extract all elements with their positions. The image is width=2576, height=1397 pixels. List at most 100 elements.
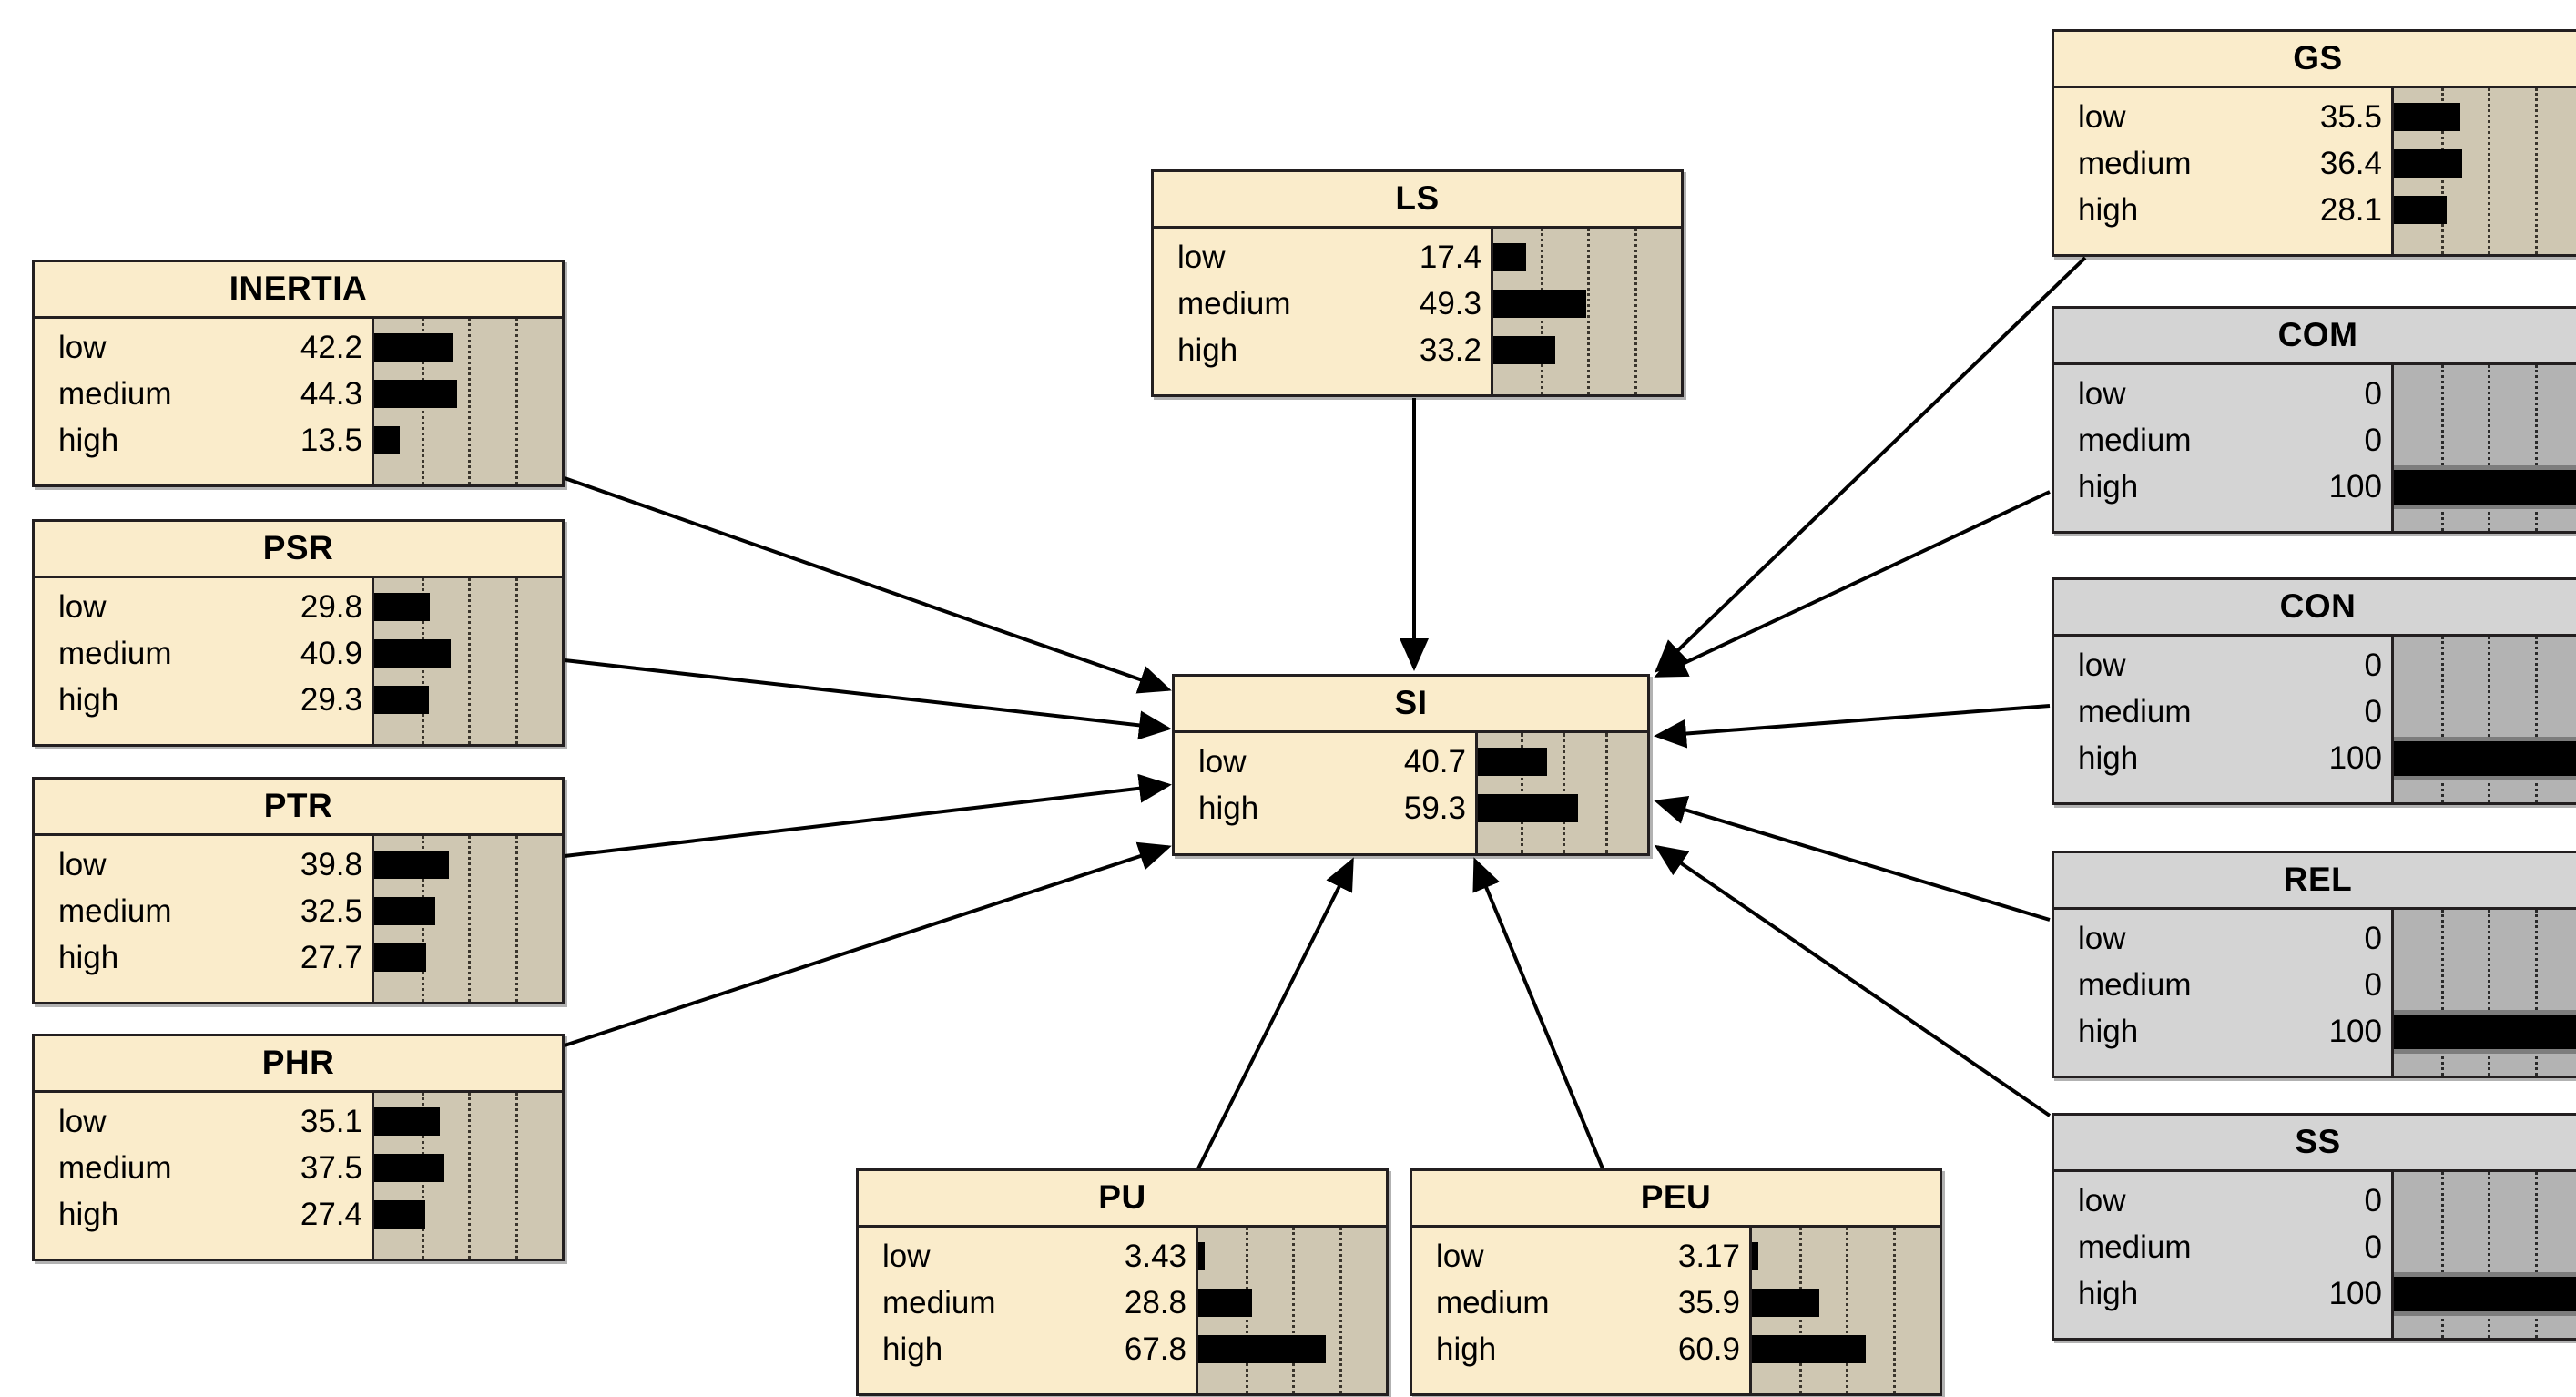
probability-bar-row (2394, 1008, 2576, 1055)
gridline-50pct (1846, 1228, 1848, 1393)
gridline-25pct (2440, 365, 2444, 531)
gridline-50pct (1292, 1228, 1295, 1393)
state-probability-value: 33.2 (1419, 331, 1481, 368)
state-name: low (58, 329, 107, 365)
node-title-ptr: PTR (35, 780, 562, 836)
state-row: medium 40.9 (35, 630, 372, 677)
state-name: low (58, 588, 107, 625)
probability-bar-row (1478, 739, 1647, 785)
probability-bar (2394, 1009, 2576, 1054)
state-probability-value: 32.5 (300, 892, 362, 929)
state-probability-value: 3.17 (1677, 1238, 1740, 1274)
state-probability-value: 0 (2364, 647, 2382, 683)
probability-bar (2394, 149, 2462, 178)
gridline-25pct (2440, 1172, 2444, 1338)
state-probability-value: 3.43 (1124, 1238, 1186, 1274)
state-probability-value: 0 (2364, 920, 2382, 956)
gridline-50pct (468, 836, 471, 1002)
state-name: medium (58, 635, 172, 671)
probability-bar-column (2391, 88, 2576, 254)
gridline-50pct (2488, 365, 2490, 531)
state-probability-value: 40.9 (300, 635, 362, 671)
gridline-50pct (468, 578, 471, 744)
probability-bar (1478, 748, 1547, 776)
probability-bar-row (374, 677, 562, 723)
probability-bar-row (374, 934, 562, 981)
node-title-rel: REL (2054, 853, 2576, 910)
probability-bar (374, 1107, 441, 1136)
gridline-50pct (2488, 910, 2490, 1076)
probability-bar-column (2391, 637, 2576, 802)
probability-bar-row (2394, 1270, 2576, 1317)
state-probability-value: 37.5 (300, 1149, 362, 1186)
probability-bar-row (374, 584, 562, 630)
edge-con-to-si (1654, 704, 2051, 749)
probability-bar-row (2394, 915, 2576, 962)
probability-bar-row (374, 371, 562, 417)
state-name: high (58, 939, 119, 975)
edge-rel-to-si (1654, 795, 2051, 922)
probability-bar-row (2394, 735, 2576, 781)
probability-bar (1493, 336, 1556, 364)
node-title-ls: LS (1154, 172, 1681, 229)
state-name: medium (1177, 285, 1291, 321)
probability-bar-row (374, 1145, 562, 1191)
gridline-75pct (514, 319, 518, 484)
probability-bar-row (374, 630, 562, 677)
gridline-75pct (2534, 88, 2538, 254)
state-probability-value: 42.2 (300, 329, 362, 365)
probability-bar-row (2394, 1178, 2576, 1224)
state-probability-value: 0 (2364, 375, 2382, 412)
probability-bar-column (1749, 1228, 1940, 1393)
probability-bar-row (374, 888, 562, 934)
state-name: medium (58, 892, 172, 929)
state-probability-value: 28.1 (2319, 191, 2382, 228)
state-name: high (1198, 790, 1259, 826)
state-probability-value: 29.3 (300, 681, 362, 718)
state-probability-value: 0 (2364, 422, 2382, 458)
state-probability-value: 27.4 (300, 1196, 362, 1232)
probability-bar (1493, 243, 1526, 271)
probability-bar-row (1198, 1233, 1386, 1280)
node-title-con: CON (2054, 580, 2576, 637)
state-probability-value: 13.5 (300, 422, 362, 458)
state-name: medium (882, 1284, 996, 1321)
state-name: high (2078, 1013, 2139, 1049)
state-name: medium (2078, 693, 2192, 729)
probability-bar-row (2394, 140, 2576, 187)
gridline-75pct (514, 836, 518, 1002)
node-title-peu: PEU (1412, 1171, 1940, 1228)
probability-bar (2394, 736, 2576, 780)
